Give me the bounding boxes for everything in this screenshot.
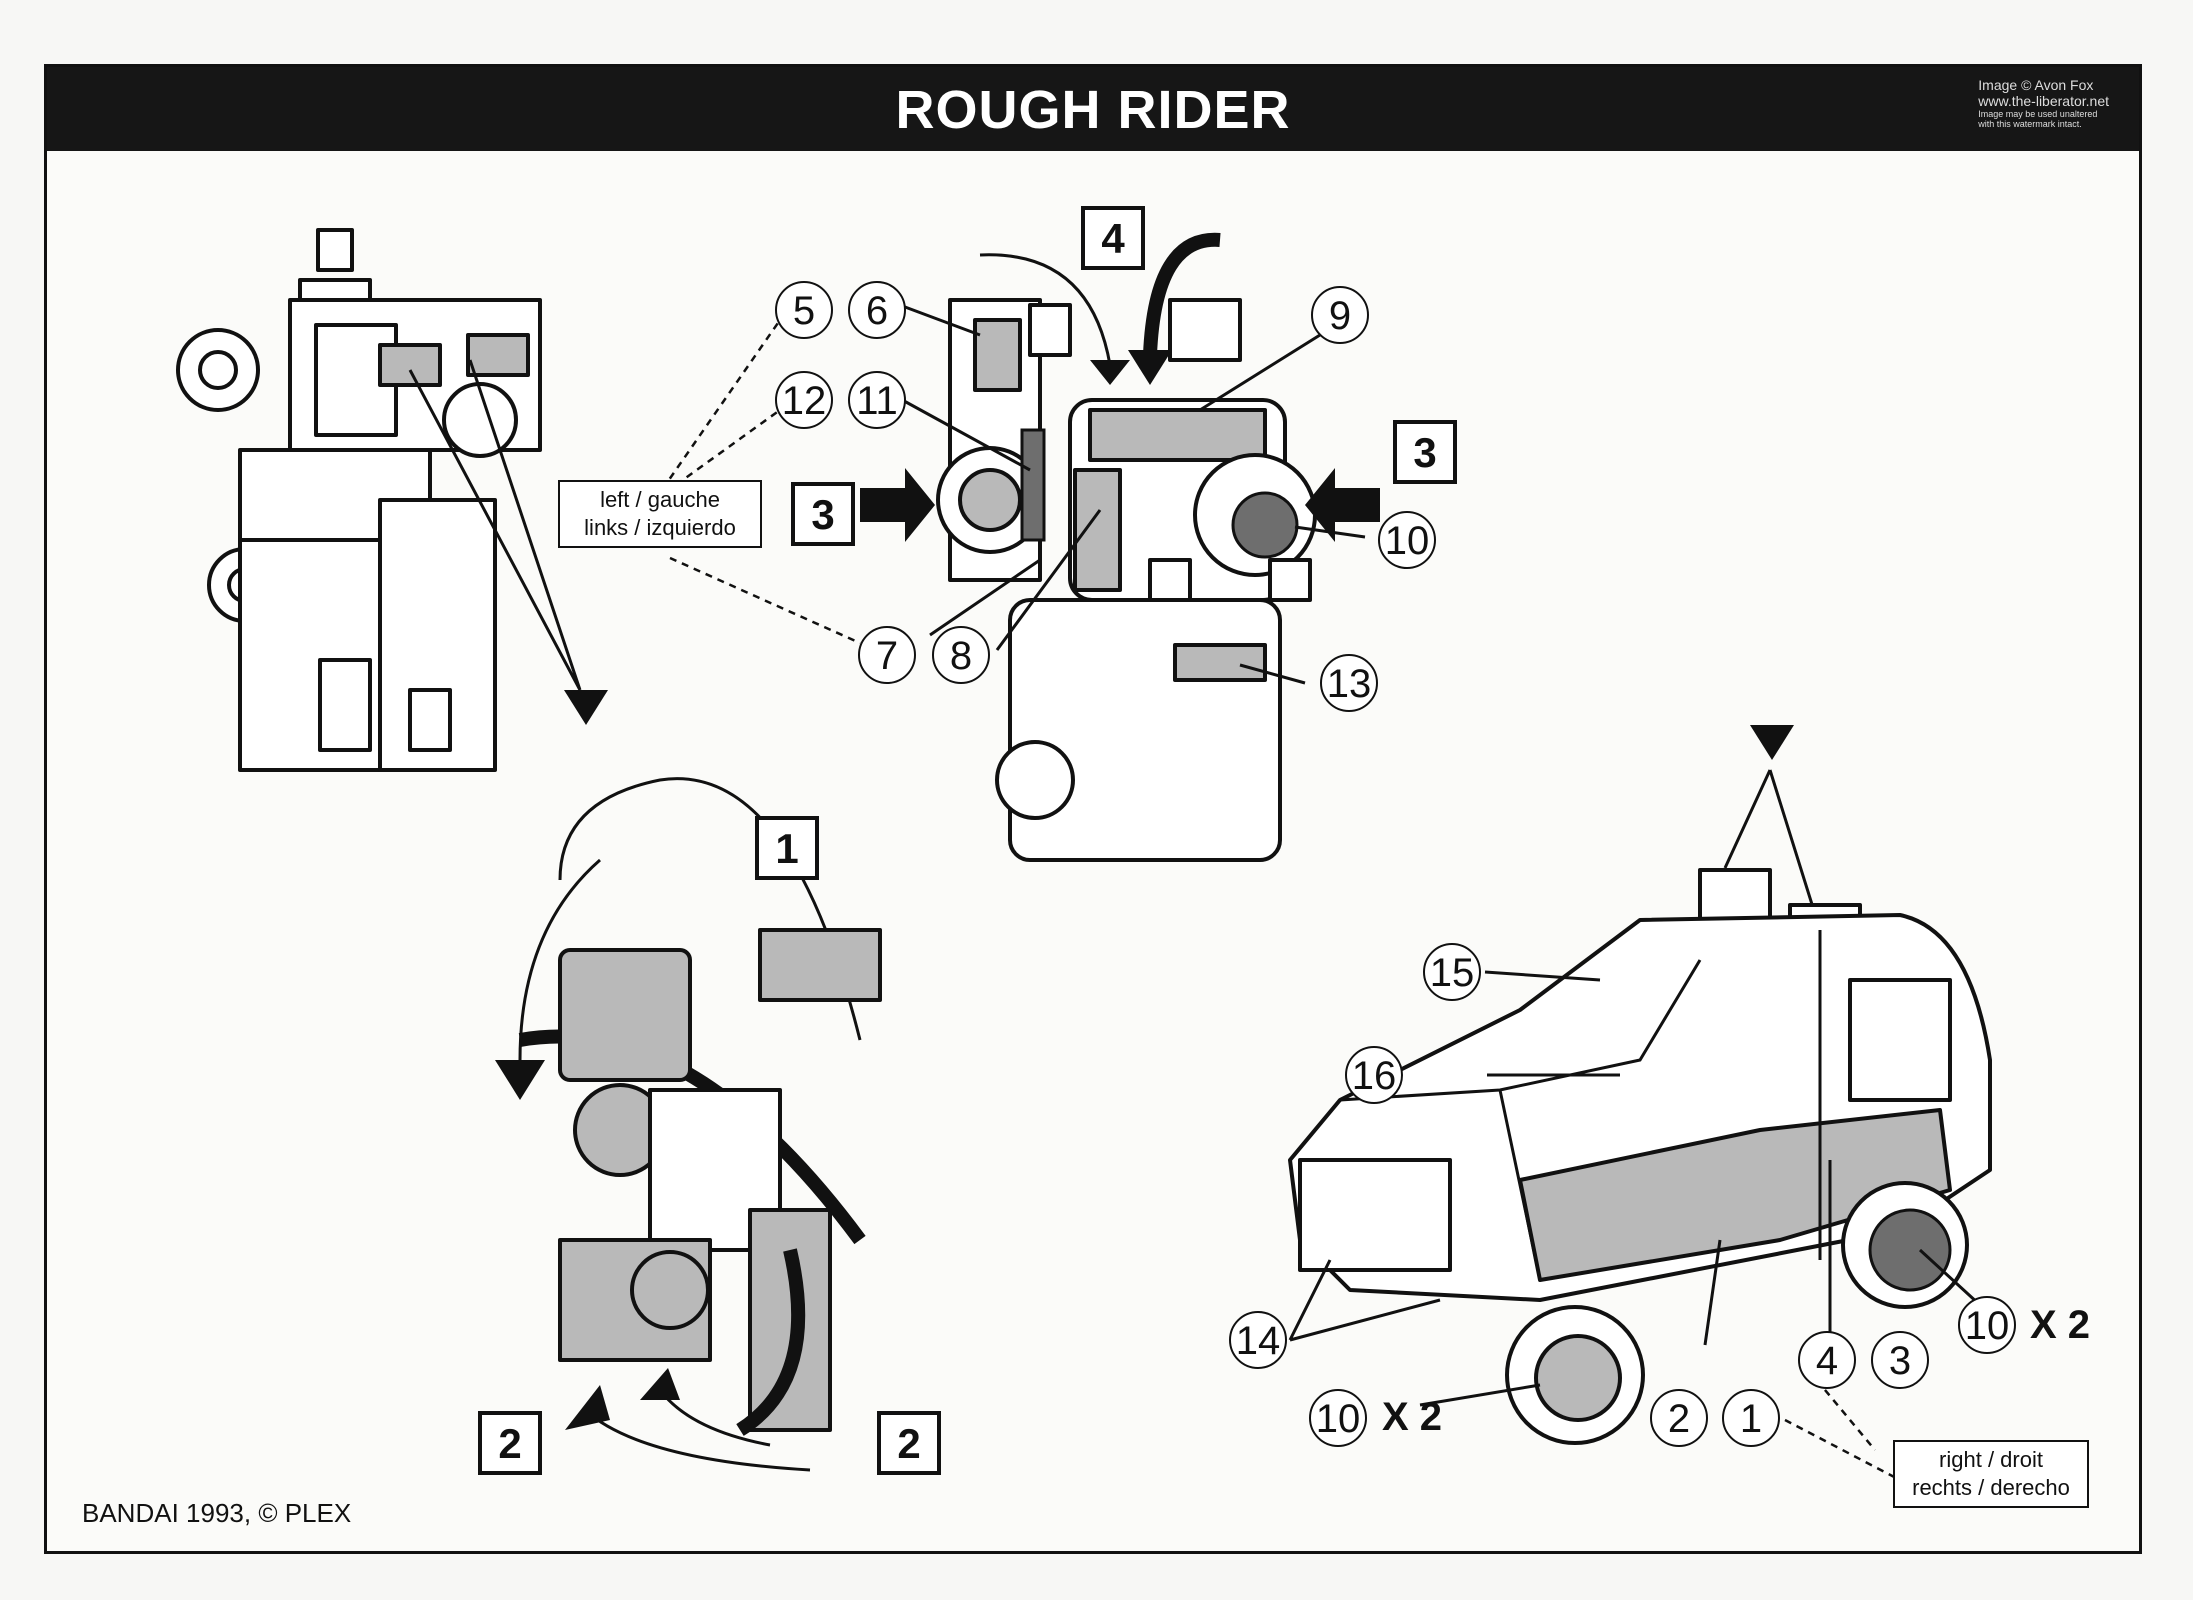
robot-mode-illustration bbox=[176, 228, 608, 772]
callout-12-number: 12 bbox=[782, 379, 827, 423]
callout-14-number: 14 bbox=[1236, 1319, 1281, 1363]
callout-11-number: 11 bbox=[856, 379, 898, 423]
callout-15-number: 15 bbox=[1430, 951, 1475, 995]
copyright-notice: BANDAI 1993, © PLEX bbox=[82, 1498, 352, 1528]
callout-8-number: 8 bbox=[950, 634, 972, 678]
left-side-label-line2: links / izquierdo bbox=[584, 515, 736, 540]
callout-6: 6 bbox=[848, 281, 906, 339]
step-3-box-right: 3 bbox=[1393, 420, 1457, 484]
transformation-illustration bbox=[495, 777, 882, 1472]
callout-10-front-number: 10 bbox=[1316, 1397, 1361, 1441]
callout-7: 7 bbox=[858, 626, 916, 684]
watermark-url: www.the-liberator.net bbox=[1978, 93, 2109, 109]
watermark-note-1: Image may be used unaltered bbox=[1978, 109, 2098, 119]
callout-5-number: 5 bbox=[793, 289, 815, 333]
callout-13: 13 bbox=[1320, 654, 1378, 712]
sticker-placement-illustration bbox=[653, 232, 1380, 862]
callout-14: 14 bbox=[1229, 1311, 1287, 1369]
step-3-label-right: 3 bbox=[1413, 429, 1436, 476]
callout-3: 3 bbox=[1871, 1331, 1929, 1389]
callout-1: 1 bbox=[1722, 1389, 1780, 1447]
left-side-label: left / gauche links / izquierdo bbox=[558, 480, 762, 548]
step-3-label-left: 3 bbox=[811, 491, 834, 538]
callout-10-top: 10 bbox=[1378, 511, 1436, 569]
step-1-box: 1 bbox=[755, 816, 819, 880]
callout-6-number: 6 bbox=[866, 289, 888, 333]
step-2-label-left: 2 bbox=[498, 1420, 521, 1467]
rear-wheel-multiplier: X 2 bbox=[2030, 1303, 2091, 1347]
callout-9-number: 9 bbox=[1329, 294, 1351, 338]
title-bar: ROUGH RIDER Image © Avon Fox www.the-lib… bbox=[47, 67, 2139, 151]
front-wheel-multiplier: X 2 bbox=[1382, 1395, 1443, 1439]
step-2-box-left: 2 bbox=[478, 1411, 542, 1475]
watermark-credit: Image © Avon Fox bbox=[1978, 77, 2094, 93]
watermark: Image © Avon Fox www.the-liberator.net I… bbox=[1978, 77, 2109, 129]
callout-10-front: 10 bbox=[1309, 1389, 1367, 1447]
callout-12: 12 bbox=[775, 371, 833, 429]
right-side-label-line1: right / droit bbox=[1939, 1447, 2043, 1472]
step-1-label: 1 bbox=[775, 825, 798, 872]
callout-16: 16 bbox=[1345, 1046, 1403, 1104]
callout-1-number: 1 bbox=[1740, 1397, 1762, 1441]
callout-13-number: 13 bbox=[1327, 662, 1372, 706]
step-4-label: 4 bbox=[1101, 215, 1125, 262]
step-2-label-right: 2 bbox=[897, 1420, 920, 1467]
step-3-box-left: 3 bbox=[791, 482, 855, 546]
callout-8: 8 bbox=[932, 626, 990, 684]
left-side-label-line1: left / gauche bbox=[600, 487, 720, 512]
callout-10-rear: 10 bbox=[1958, 1296, 2016, 1354]
callout-5: 5 bbox=[775, 281, 833, 339]
callout-9: 9 bbox=[1311, 286, 1369, 344]
callout-2: 2 bbox=[1650, 1389, 1708, 1447]
callout-7-number: 7 bbox=[876, 634, 898, 678]
step-4-box: 4 bbox=[1081, 206, 1145, 270]
page-title: ROUGH RIDER bbox=[895, 80, 1291, 140]
callout-4: 4 bbox=[1798, 1331, 1856, 1389]
watermark-note-2: with this watermark intact. bbox=[1978, 119, 2082, 129]
callout-3-number: 3 bbox=[1889, 1339, 1911, 1383]
callout-10-rear-number: 10 bbox=[1965, 1304, 2010, 1348]
callout-10-top-number: 10 bbox=[1385, 519, 1430, 563]
step-2-box-right: 2 bbox=[877, 1411, 941, 1475]
callout-15: 15 bbox=[1423, 943, 1481, 1001]
callout-11: 11 bbox=[848, 371, 906, 429]
callout-4-number: 4 bbox=[1816, 1339, 1838, 1383]
callout-2-number: 2 bbox=[1668, 1397, 1690, 1441]
right-side-label: right / droit rechts / derecho bbox=[1893, 1440, 2089, 1508]
right-side-label-line2: rechts / derecho bbox=[1912, 1475, 2070, 1500]
callout-16-number: 16 bbox=[1352, 1054, 1397, 1098]
